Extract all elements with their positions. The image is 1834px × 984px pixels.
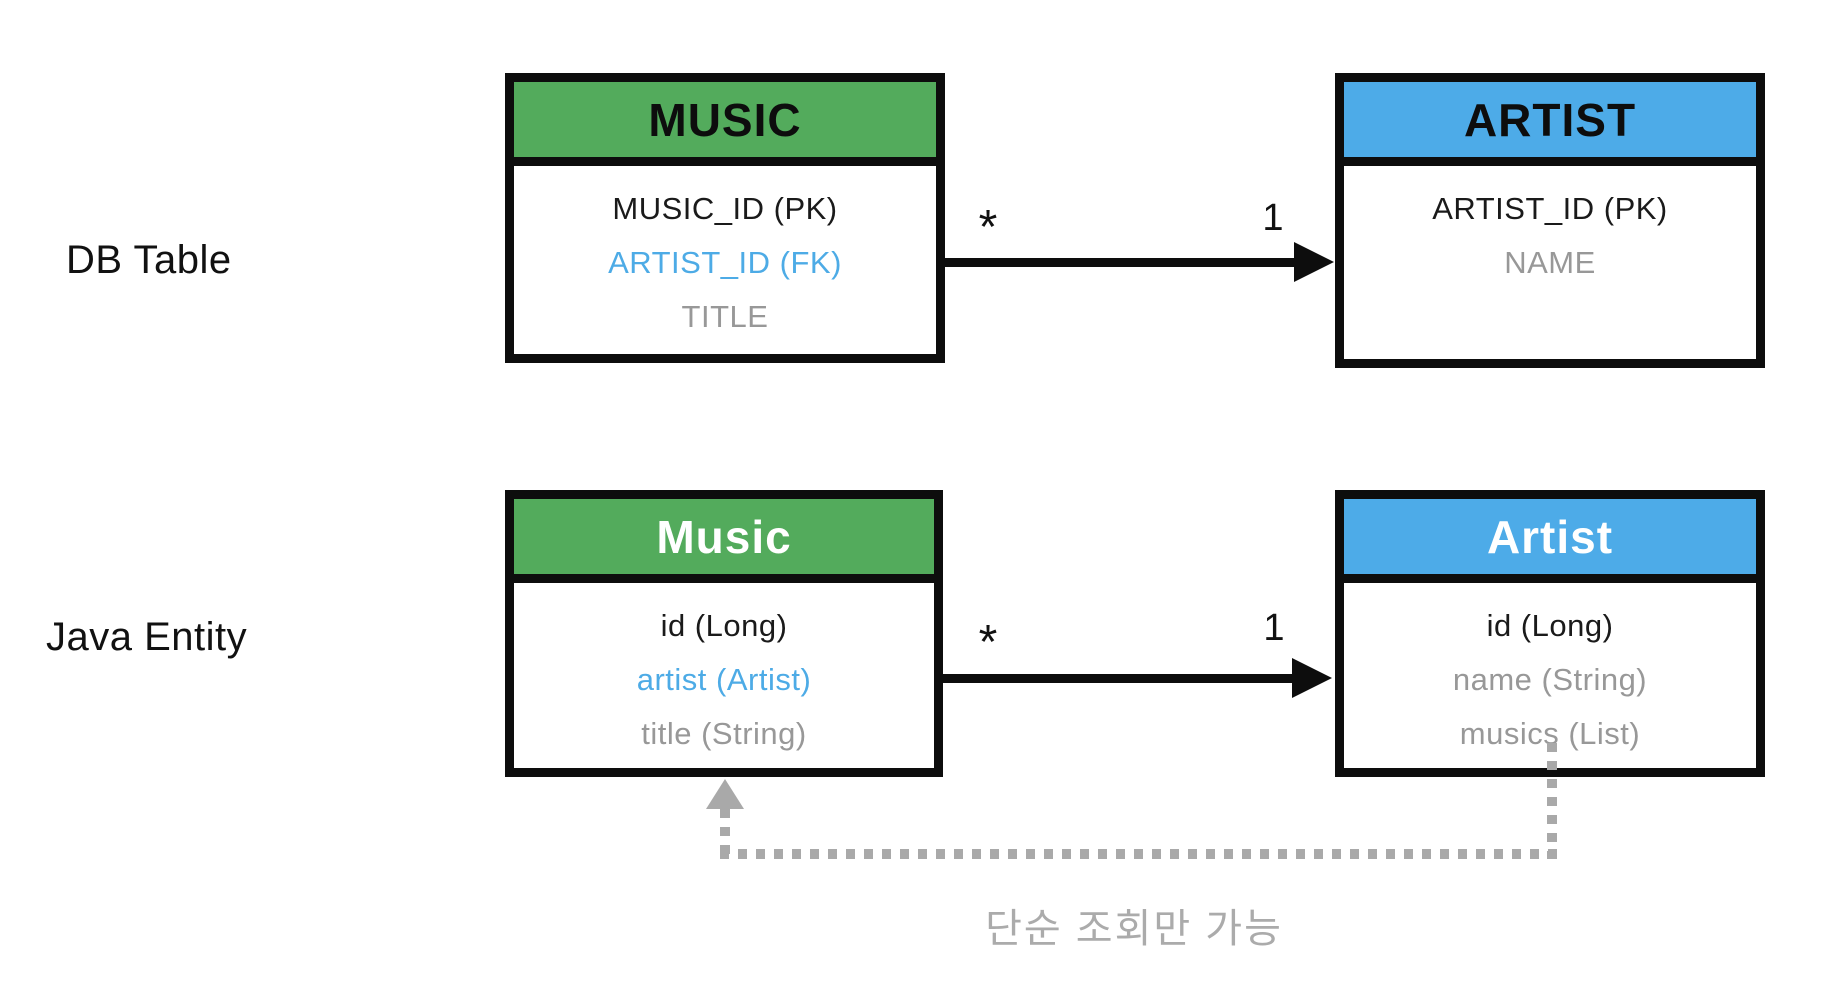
- db-music-table-body: MUSIC_ID (PK) ARTIST_ID (FK) TITLE: [514, 166, 936, 354]
- table-row: NAME: [1504, 245, 1596, 280]
- db-music-table-title: MUSIC: [648, 93, 802, 146]
- note-connector-bottom-segment: [720, 849, 1558, 859]
- java-artist-entity-title: Artist: [1486, 510, 1614, 563]
- note-connector-right-segment: [1547, 743, 1557, 859]
- java-artist-entity-body: id (Long) name (String) musics (List): [1344, 583, 1756, 768]
- db-relation-one-label: 1: [1262, 197, 1284, 239]
- entity-field-row: artist (Artist): [636, 662, 812, 697]
- java-relation-many-label: *: [978, 616, 998, 669]
- db-table-section-label: DB Table: [66, 238, 232, 282]
- table-row: TITLE: [681, 299, 769, 334]
- db-artist-table-title: ARTIST: [1463, 93, 1637, 146]
- java-relation-one-label: 1: [1263, 607, 1285, 649]
- db-artist-table-body: ARTIST_ID (PK) NAME: [1344, 166, 1756, 359]
- db-relation-line: [945, 258, 1296, 267]
- arrowhead-right-icon: [1292, 658, 1332, 698]
- read-only-note: 단순 조회만 가능: [985, 907, 1283, 951]
- db-relation-many-label: *: [978, 201, 998, 254]
- java-artist-entity-header: Artist: [1344, 499, 1756, 583]
- db-music-table: MUSIC MUSIC_ID (PK) ARTIST_ID (FK) TITLE: [505, 73, 945, 363]
- table-row: ARTIST_ID (FK): [608, 245, 842, 280]
- arrowhead-up-icon: [706, 779, 744, 809]
- java-music-entity-body: id (Long) artist (Artist) title (String): [514, 583, 934, 768]
- db-music-table-header: MUSIC: [514, 82, 936, 166]
- java-music-entity-title: Music: [656, 510, 792, 563]
- java-artist-entity: Artist id (Long) name (String) musics (L…: [1335, 490, 1765, 777]
- entity-field-row: id (Long): [660, 608, 788, 643]
- entity-field-row: title (String): [641, 716, 807, 751]
- java-relation-line: [943, 674, 1294, 683]
- db-artist-table-header: ARTIST: [1344, 82, 1756, 166]
- arrowhead-right-icon: [1294, 242, 1334, 282]
- entity-field-row: id (Long): [1486, 608, 1614, 643]
- java-entity-section-label: Java Entity: [46, 615, 248, 659]
- db-artist-table: ARTIST ARTIST_ID (PK) NAME: [1335, 73, 1765, 368]
- java-music-entity: Music id (Long) artist (Artist) title (S…: [505, 490, 943, 777]
- java-music-entity-header: Music: [514, 499, 934, 583]
- table-row: ARTIST_ID (PK): [1432, 191, 1668, 226]
- entity-field-row: name (String): [1452, 662, 1648, 697]
- note-connector-left-segment: [720, 809, 730, 859]
- table-row: MUSIC_ID (PK): [612, 191, 838, 226]
